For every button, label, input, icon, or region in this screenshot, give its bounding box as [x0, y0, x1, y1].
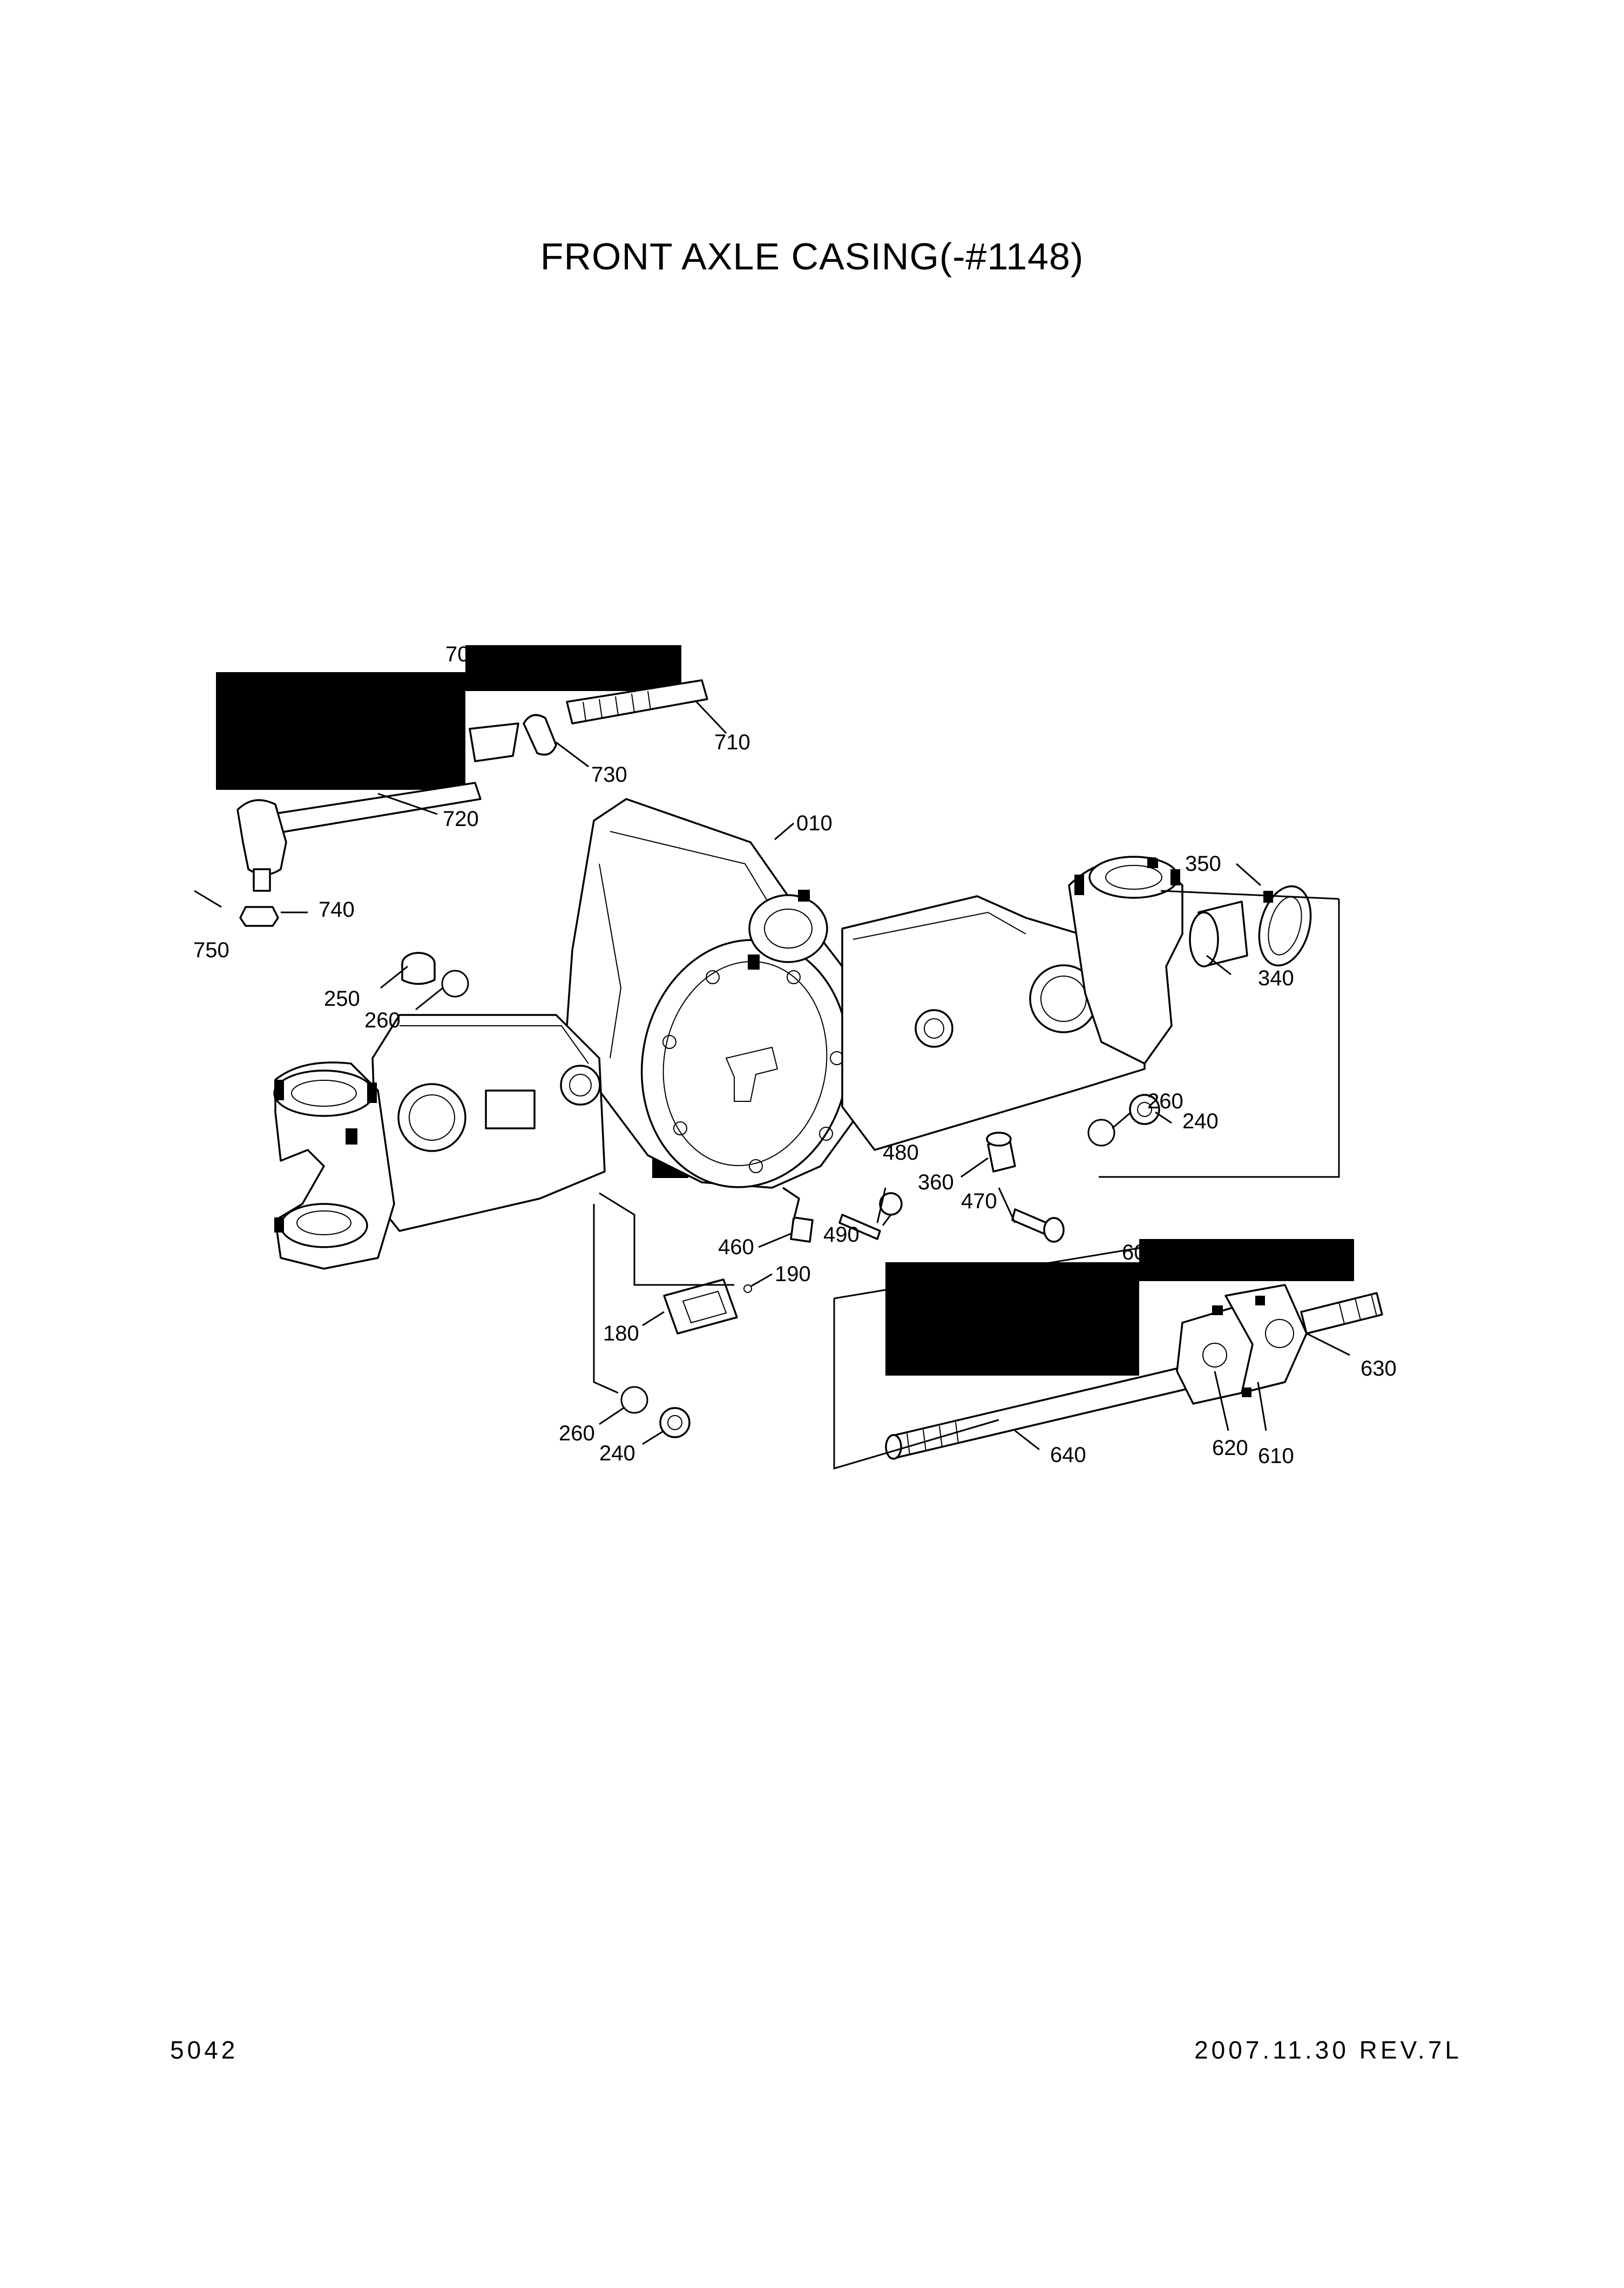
bolt-470 — [1011, 1208, 1065, 1243]
name-plate-180 — [663, 1278, 738, 1335]
bushing-340 — [1189, 901, 1248, 967]
callout-480: 480 — [883, 1141, 919, 1165]
callout-190: 190 — [775, 1262, 811, 1286]
page-title: FRONT AXLE CASING(-#1148) — [540, 235, 1084, 277]
bracket-340-350 — [1099, 899, 1340, 1178]
shaft-640 — [890, 1365, 1194, 1459]
callout-240-right: 240 — [1182, 1109, 1219, 1133]
tie-rod-assembly-700 — [194, 679, 708, 927]
clamp-730 — [523, 714, 557, 756]
cotter-pin-750 — [194, 890, 222, 908]
callout-610: 610 — [1258, 1444, 1294, 1468]
callout-700: 700 — [445, 642, 482, 666]
breather-460 — [782, 1187, 814, 1243]
callout-710: 710 — [714, 730, 750, 754]
redaction-block-600 — [885, 1262, 1139, 1376]
callout-260-right: 260 — [1147, 1089, 1183, 1113]
bolt-480 — [838, 1214, 881, 1240]
callout-600: 600 — [1122, 1241, 1158, 1264]
axle-shaft-assembly-600 — [885, 1284, 1383, 1460]
o-ring-260-bottom — [620, 1386, 648, 1414]
page-number: 5042 — [170, 2036, 239, 2064]
callout-340: 340 — [1258, 966, 1294, 990]
bracket-600-top — [834, 1246, 1145, 1299]
callout-260-left: 260 — [364, 1008, 401, 1032]
castle-nut-740 — [239, 906, 279, 927]
leader-lines — [281, 701, 1350, 1451]
o-ring-260-left — [441, 970, 469, 998]
callout-490: 490 — [823, 1223, 860, 1247]
bushing-360 — [986, 1132, 1016, 1173]
callout-240-bottom: 240 — [599, 1441, 635, 1465]
ball-joint-housing — [236, 799, 287, 876]
callout-260-bottom: 260 — [559, 1421, 595, 1445]
axle-casing-010 — [273, 798, 1183, 1270]
callout-470: 470 — [961, 1189, 997, 1213]
callout-360: 360 — [918, 1170, 954, 1194]
callout-350: 350 — [1185, 852, 1221, 876]
o-ring-260-right — [1087, 1119, 1115, 1147]
redaction-block-600-header — [1139, 1239, 1354, 1281]
threaded-end-710 — [566, 679, 708, 725]
callout-750: 750 — [193, 938, 229, 962]
bracket-180 — [599, 1192, 734, 1286]
plug-240-bottom — [659, 1407, 691, 1438]
redaction-block-700 — [216, 672, 465, 790]
bracket-600 — [833, 1298, 999, 1470]
callout-720: 720 — [443, 807, 479, 831]
redaction-block-700-header — [465, 645, 681, 691]
revision-date: 2007.11.30 REV.7L — [1194, 2036, 1462, 2064]
callout-250: 250 — [324, 987, 360, 1011]
callout-640: 640 — [1050, 1443, 1086, 1467]
callout-740: 740 — [319, 898, 355, 922]
bracket-340-top — [1160, 890, 1339, 900]
callout-010: 010 — [796, 811, 833, 835]
rivet-190 — [743, 1284, 752, 1293]
callout-620: 620 — [1212, 1436, 1248, 1460]
plug-240-right — [1129, 1094, 1160, 1125]
callout-180: 180 — [603, 1322, 639, 1345]
plug-250 — [401, 952, 436, 985]
bracket-260-bottom — [593, 1204, 619, 1394]
callout-730: 730 — [591, 763, 627, 787]
callout-630: 630 — [1361, 1357, 1397, 1380]
seal-350 — [1258, 885, 1312, 967]
callout-460: 460 — [718, 1235, 754, 1259]
